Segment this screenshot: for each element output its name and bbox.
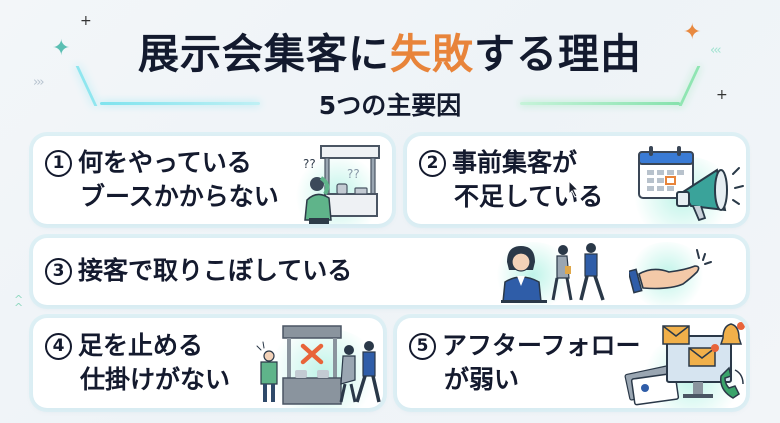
open-hand-icon — [629, 249, 712, 294]
teal-sparkle-icon: ✦ — [52, 36, 71, 61]
number-badge: 5 — [409, 333, 436, 360]
page-title: 展示会集客に失敗する理由 — [138, 30, 642, 78]
svg-text:??: ?? — [347, 167, 360, 181]
title-accent: 失敗 — [390, 30, 474, 78]
confused-visitor-booth-icon: ?? ?? — [303, 145, 380, 224]
number-badge: 3 — [45, 258, 72, 285]
page-subtitle: 5つの主要因 — [318, 91, 462, 120]
title-underline-right — [520, 102, 680, 105]
plus-sparkle-icon: + — [80, 13, 92, 29]
chevrons-up-icon: ^^ — [14, 293, 24, 314]
number-badge: 2 — [419, 150, 446, 177]
title-underline-left — [100, 102, 260, 105]
svg-text:??: ?? — [303, 157, 316, 171]
number-badge: 4 — [45, 333, 72, 360]
mouse-cursor-icon — [568, 180, 580, 198]
chevrons-left-icon: ‹‹‹ — [710, 43, 722, 58]
followup-tools-icon — [624, 322, 745, 406]
chevrons-right-icon: ››› — [33, 75, 45, 90]
calendar-megaphone-icon — [638, 146, 744, 222]
number-badge: 1 — [45, 150, 72, 177]
plus-sparkle-icon: + — [716, 87, 728, 103]
staff-and-leaving-visitors-icon — [501, 243, 605, 303]
orange-sparkle-icon: ✦ — [683, 20, 702, 45]
empty-booth-passersby-icon — [256, 325, 381, 405]
